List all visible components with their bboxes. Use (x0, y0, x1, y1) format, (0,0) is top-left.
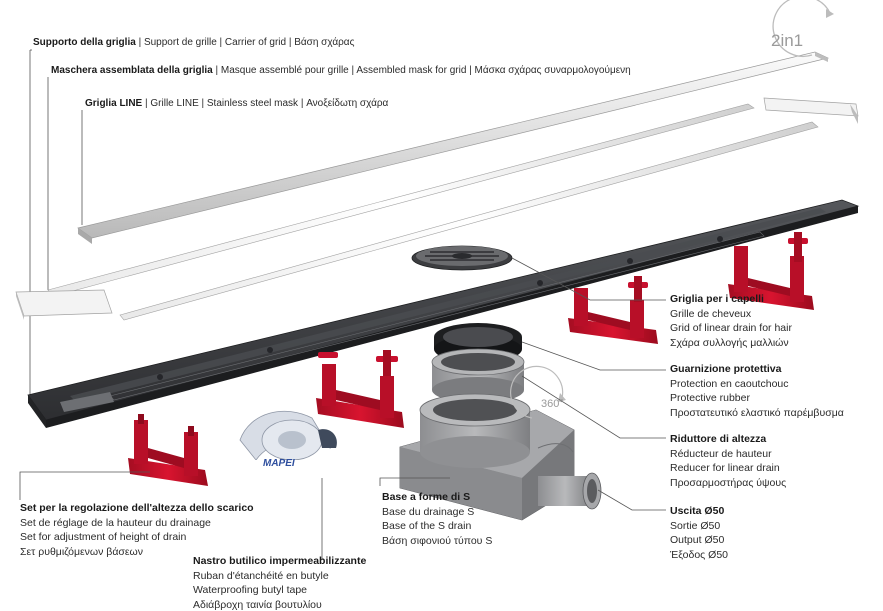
label-outlet-en: Output Ø50 (670, 534, 725, 546)
label-outlet-title: Uscita Ø50 (670, 505, 725, 517)
label-hair-grid-en: Grid of linear drain for hair (670, 322, 792, 334)
label-grid-support: Supporto della griglia | Support de gril… (33, 36, 354, 51)
label-height-reducer: Riduttore di altezza Réducteur de hauteu… (670, 432, 786, 490)
label-line-grill-translations: | Grille LINE | Stainless steel mask | Α… (142, 98, 389, 109)
red-feet-set (128, 232, 814, 486)
label-grid-support-translations: | Support de grille | Carrier of grid | … (135, 37, 355, 48)
label-protective-rubber-title: Guarnizione protettiva (670, 363, 782, 375)
top-leader-lines (29, 49, 83, 395)
foot-middle (316, 350, 404, 428)
butyl-tape-roll (239, 410, 337, 472)
label-protective-rubber-el: Προστατευτικό ελαστικό παρέμβυσμα (670, 406, 844, 419)
label-assembled-mask-title: Maschera assemblata della griglia (51, 65, 213, 76)
label-butyl-tape-en: Waterproofing butyl tape (193, 584, 308, 596)
label-s-base-el: Βάση σιφονιού τύπου S (382, 534, 493, 547)
label-butyl-tape: Nastro butilico impermeabilizzante Ruban… (193, 554, 366, 611)
assembled-mask-frame (15, 97, 859, 321)
label-protective-rubber-en: Protective rubber (670, 392, 750, 404)
stainless-grill (77, 51, 830, 244)
label-grid-support-title: Supporto della griglia (33, 37, 136, 48)
label-outlet: Uscita Ø50 Sortie Ø50 Output Ø50 Έξοδος … (670, 504, 728, 562)
label-s-base-title: Base a forme di S (382, 491, 471, 503)
label-assembled-mask-translations: | Masque assemblé pour grille | Assemble… (212, 65, 631, 76)
label-assembled-mask: Maschera assemblata della griglia | Masq… (51, 64, 631, 79)
rotation-badge: 360° (541, 398, 564, 410)
label-height-adjustment-set-title: Set per la regolazione dell'altezza dell… (20, 502, 254, 514)
label-protective-rubber: Guarnizione protettiva Protection en cao… (670, 362, 844, 420)
two-in-one-badge: 2in1 (771, 31, 804, 50)
label-hair-grid-fr: Grille de cheveux (670, 307, 752, 320)
label-s-base: Base a forme di S Base du drainage S Bas… (382, 490, 492, 548)
label-height-adjustment-set-en: Set for adjustment of height of drain (20, 531, 187, 543)
label-height-reducer-title: Riduttore di altezza (670, 433, 767, 445)
label-line-grill-title: Griglia LINE (85, 98, 143, 109)
label-height-adjustment-set-el: Σετ ρυθμιζόμενων βάσεων (20, 545, 144, 558)
label-height-adjustment-set-fr: Set de réglage de la hauteur du drainage (20, 516, 211, 529)
label-height-adjustment-set: Set per la regolazione dell'altezza dell… (20, 501, 254, 559)
mapei-logo: MAPEI (263, 458, 295, 469)
label-height-reducer-fr: Réducteur de hauteur (670, 447, 772, 460)
two-in-one-badge-shape (772, 0, 834, 57)
hair-grid-part (411, 245, 513, 271)
label-outlet-el: Έξοδος Ø50 (670, 548, 729, 561)
foot-back-right (728, 232, 814, 310)
right-leader-lines (19, 257, 666, 560)
label-height-reducer-el: Προσαρμοστήρας ύψους (670, 476, 787, 489)
label-s-base-fr: Base du drainage S (382, 505, 475, 518)
label-line-grill: Griglia LINE | Grille LINE | Stainless s… (85, 97, 388, 112)
foot-center-right (568, 276, 658, 344)
label-protective-rubber-fr: Protection en caoutchouc (670, 377, 789, 390)
label-butyl-tape-title: Nastro butilico impermeabilizzante (193, 555, 367, 567)
label-hair-grid-el: Σχάρα συλλογής μαλλιών (670, 336, 789, 349)
label-height-reducer-en: Reducer for linear drain (670, 462, 780, 474)
label-outlet-fr: Sortie Ø50 (670, 519, 721, 532)
drain-body (27, 199, 860, 428)
foot-front-left (128, 414, 208, 486)
label-s-base-en: Base of the S drain (382, 520, 472, 532)
label-hair-grid: Griglia per i capelli Grille de cheveux … (670, 292, 792, 350)
label-butyl-tape-fr: Ruban d'étanchéité en butyle (193, 569, 329, 582)
label-hair-grid-title: Griglia per i capelli (670, 293, 764, 305)
label-butyl-tape-el: Αδιάβροχη ταινία βουτυλίου (193, 598, 322, 611)
s-base-part (399, 393, 602, 521)
